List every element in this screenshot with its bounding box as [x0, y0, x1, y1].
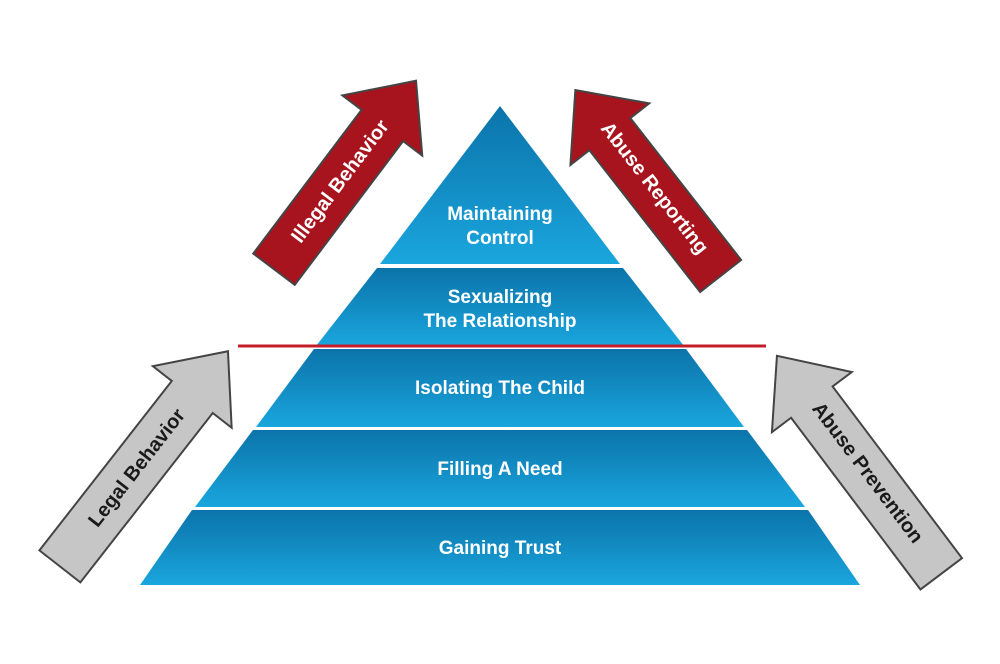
abuse-prevention-arrow-shape — [770, 354, 964, 591]
tier-label-maintaining: Maintaining — [447, 204, 553, 225]
tier-label-gaining-trust: Gaining Trust — [439, 538, 562, 559]
abuse-reporting-label: Abuse Reporting — [596, 118, 713, 259]
tier-filling-a-need — [195, 430, 805, 507]
tier-label-the-relationship: The Relationship — [423, 311, 576, 332]
abuse-prevention-label: Abuse Prevention — [807, 398, 927, 547]
tier-label-sexualizing: Sexualizing — [448, 287, 553, 308]
tier-label-filling: Filling A Need — [437, 459, 562, 480]
tier-label-isolating: Isolating The Child — [415, 378, 585, 399]
tier-isolating-the-child — [256, 349, 744, 427]
abuse-reporting-arrow-shape — [569, 88, 743, 294]
illegal-behavior-arrow-shape — [251, 79, 424, 287]
tier-maintaining-control — [380, 106, 620, 264]
tier-label-control: Control — [466, 228, 534, 249]
illegal-behavior-label: Illegal Behavior — [287, 116, 394, 247]
legal-behavior-label: Legal Behavior — [84, 405, 190, 532]
pyramid — [140, 106, 860, 585]
tier-labels: Maintaining Control Sexualizing The Rela… — [415, 204, 585, 559]
tier-sexualizing-relationship — [316, 268, 684, 346]
tier-gaining-trust — [140, 510, 860, 585]
legal-behavior-arrow-shape — [37, 350, 233, 584]
